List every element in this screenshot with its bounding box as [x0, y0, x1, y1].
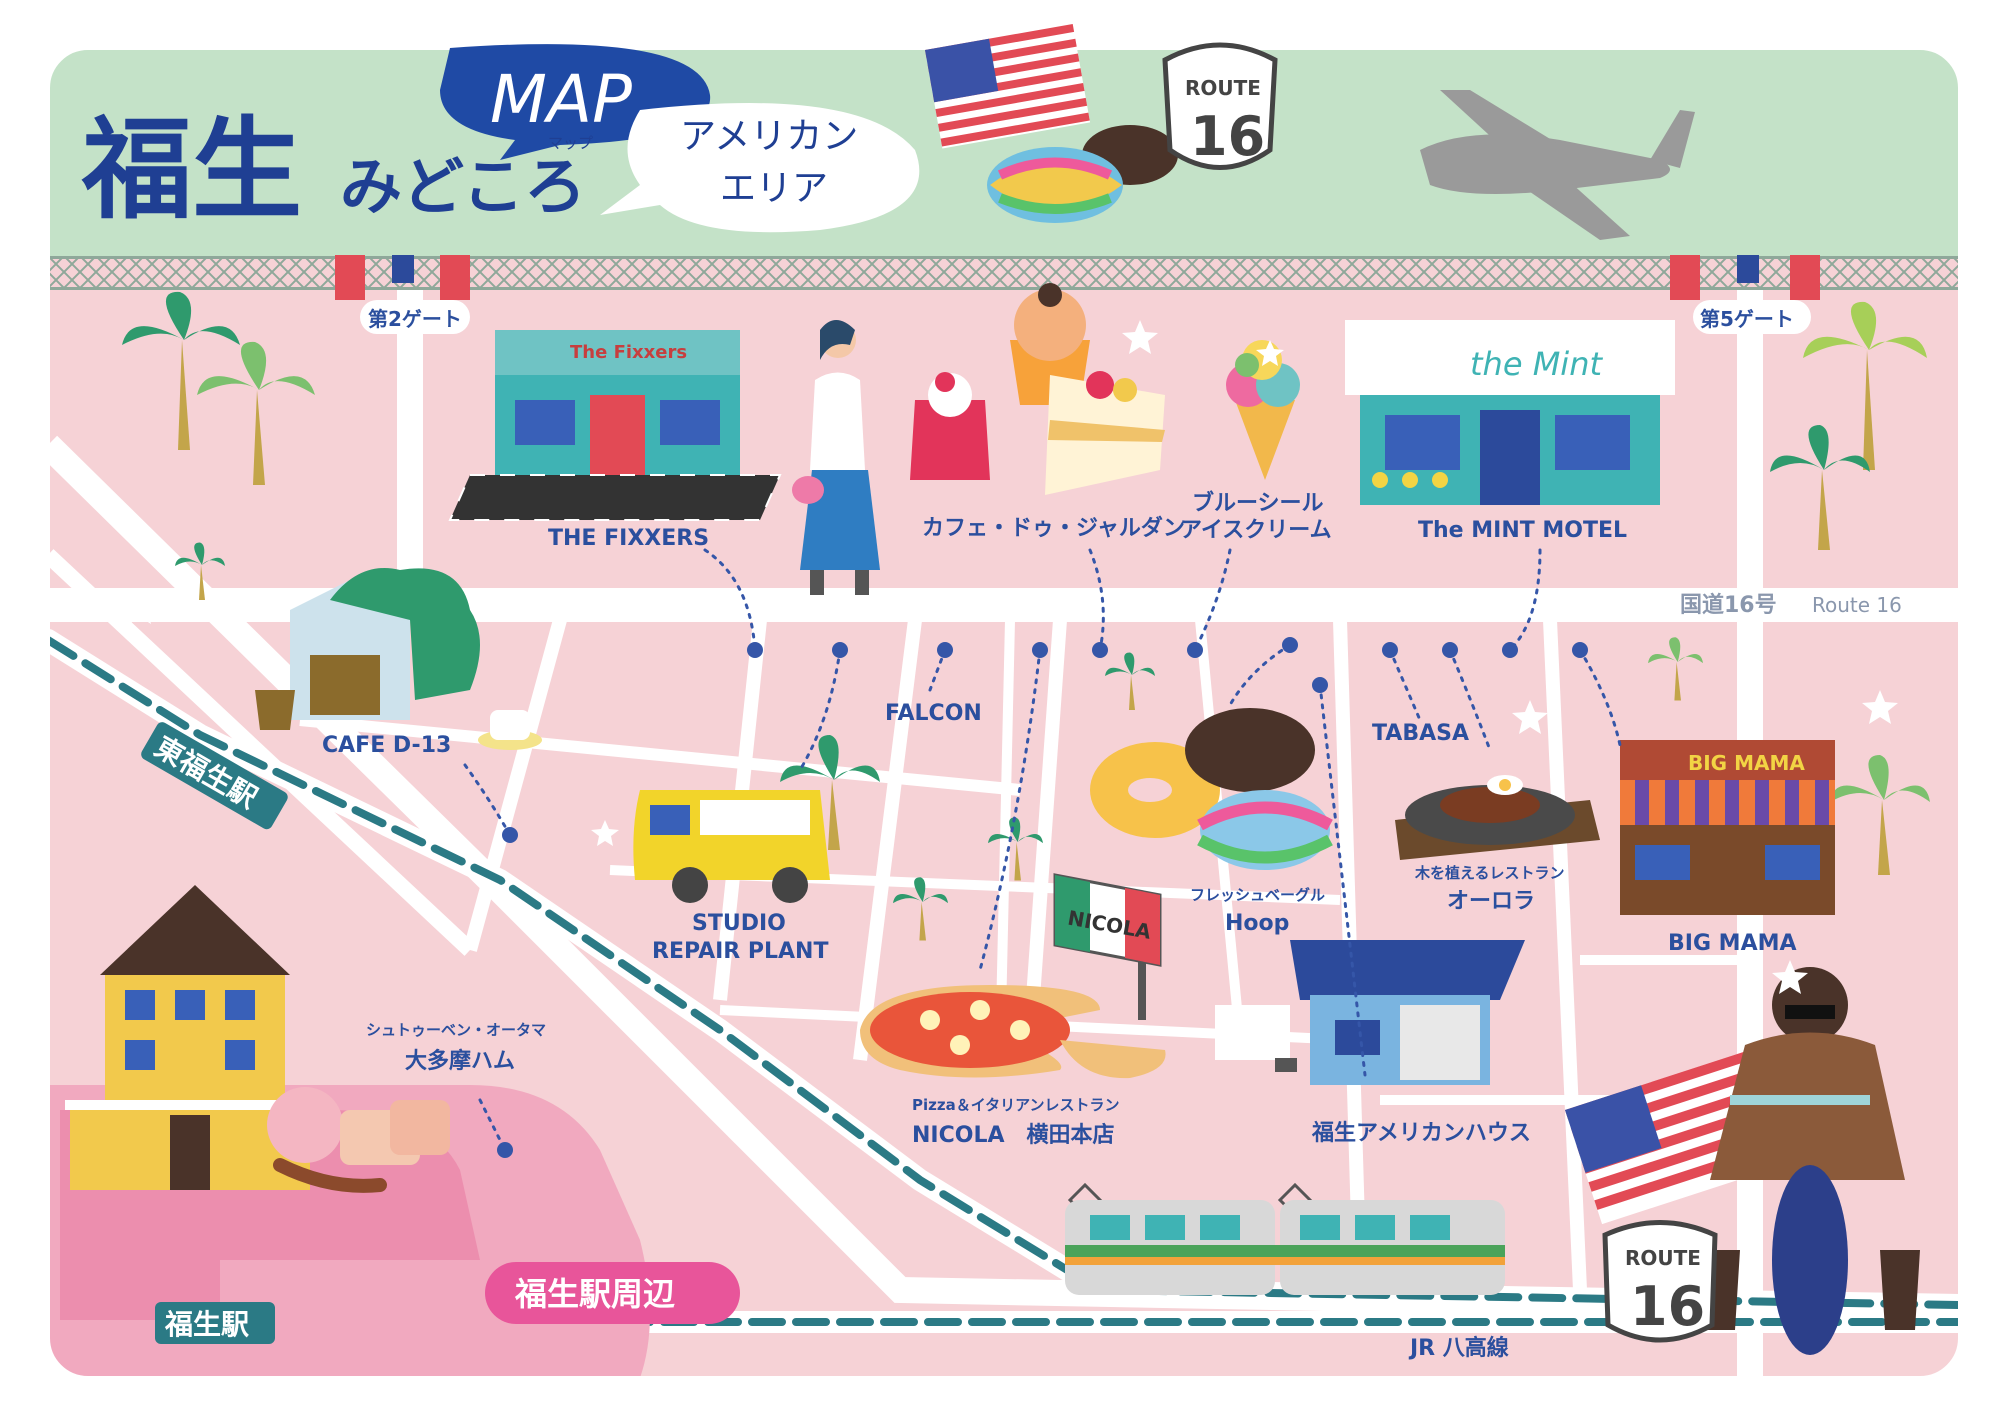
pin-big-mama: [1572, 642, 1588, 658]
fussa-area-badge[interactable]: 福生駅周辺: [485, 1262, 740, 1324]
cafe-d13-label: CAFE D-13: [322, 733, 451, 758]
us-flag-icon: [925, 23, 1091, 149]
pin-cafe-jardin: [1092, 642, 1108, 658]
route-number-top: 16: [1190, 105, 1265, 168]
pizza-icon[interactable]: [860, 985, 1166, 1079]
ice-cream-icon: [1226, 340, 1300, 480]
pin-studio: [832, 642, 848, 658]
train-icon: [1065, 1182, 1505, 1295]
tabasa-label: TABASA: [1372, 721, 1469, 746]
area-line1: アメリカン: [680, 116, 858, 157]
area-bubble: [600, 103, 920, 233]
map-word: MAP: [490, 61, 632, 138]
route-number-bottom: 16: [1630, 1275, 1705, 1338]
pin-bluseal: [1187, 642, 1203, 658]
mint-motel-label: The MINT MOTEL: [1418, 518, 1627, 543]
nicola-sign[interactable]: NICOLA: [1053, 873, 1162, 1020]
bluseal-label2: アイスクリーム: [1180, 518, 1332, 543]
map-ruby: マップ: [548, 134, 593, 152]
ham-sub-label: シュトゥーベン・オータマ: [366, 1021, 546, 1039]
fussa-station-label: 福生駅: [164, 1308, 249, 1341]
american-house-label: 福生アメリカンハウス: [1311, 1121, 1531, 1146]
gate-2[interactable]: 第2ゲート: [335, 255, 470, 334]
aurora-sub-label: 木を植えるレストラン: [1414, 864, 1565, 882]
cafe-d13[interactable]: [255, 568, 542, 750]
big-mama-label: BIG MAMA: [1668, 931, 1797, 956]
pin-falcon: [937, 642, 953, 658]
pin-ham: [497, 1142, 513, 1158]
studio-label2: REPAIR PLANT: [652, 939, 828, 964]
area-line2: エリア: [720, 168, 828, 209]
pin-tabasa: [1382, 642, 1398, 658]
route16-label: 国道16号: [1680, 592, 1777, 618]
mint-sign: the Mint: [1470, 345, 1603, 383]
pin-fixxers: [747, 642, 763, 658]
palm-tree-icons: [122, 291, 1930, 941]
gate5-label: 第5ゲート: [1700, 307, 1794, 331]
star-decorations: [122, 320, 1898, 994]
pin-cafe-d13: [502, 827, 518, 843]
pin-hoop: [1282, 637, 1298, 653]
studio-bus-icon[interactable]: [633, 790, 830, 903]
fixxers-label: THE FIXXERS: [548, 526, 709, 551]
header: 福生 みどころ MAP マップ アメリカン エリア: [81, 44, 920, 234]
big-mama-sign: BIG MAMA: [1688, 751, 1805, 775]
jr-line-label: JR 八高線: [1408, 1335, 1509, 1361]
base-fence: [48, 258, 1960, 288]
cafe-jardin-label: カフェ・ドゥ・ジャルダン: [922, 515, 1185, 541]
big-mama-shop[interactable]: BIG MAMA: [1620, 740, 1835, 915]
nicola-sub-label: Pizza＆イタリアンレストラン: [912, 1096, 1120, 1114]
falcon-label: FALCON: [885, 701, 982, 726]
sweets-icon: [910, 283, 1165, 495]
fussa-area-label: 福生駅周辺: [514, 1275, 675, 1313]
title-fussa: 福生: [81, 106, 302, 234]
fixxers-sign: The Fixxers: [570, 342, 687, 363]
woman-walking-icon: [792, 320, 880, 595]
ohtama-ham-house[interactable]: [65, 885, 315, 1190]
map-pins: [497, 637, 1588, 1158]
pin-mint-motel: [1502, 642, 1518, 658]
pin-aurora: [1442, 642, 1458, 658]
bagel-icon: [987, 125, 1178, 223]
route-word-bottom: ROUTE: [1625, 1246, 1701, 1270]
route16-sign-icon: ROUTE 16: [1162, 42, 1278, 170]
aurora-steak-icon[interactable]: [1395, 775, 1600, 860]
studio-label1: STUDIO: [692, 911, 786, 936]
fussa-station[interactable]: 福生駅: [155, 1302, 275, 1344]
route16-en-label: Route 16: [1812, 593, 1902, 617]
american-house[interactable]: [1215, 940, 1525, 1085]
mint-motel[interactable]: the Mint: [1345, 320, 1675, 505]
hoop-bagel-icon[interactable]: [1090, 708, 1333, 870]
leader-lines: [463, 548, 1622, 1152]
ham-icon: [267, 1087, 450, 1193]
ham-label: 大多摩ハム: [405, 1048, 515, 1074]
hoop-sub-label: フレッシュベーグル: [1190, 886, 1325, 904]
fixxers-shop[interactable]: The Fixxers: [448, 330, 782, 521]
aurora-label: オーロラ: [1447, 889, 1535, 914]
hoop-label: Hoop: [1225, 911, 1289, 936]
gate-5[interactable]: 第5ゲート: [1670, 255, 1820, 334]
nicola-label: NICOLA 横田本店: [912, 1123, 1115, 1148]
gate2-label: 第2ゲート: [368, 307, 462, 331]
title-midokoro: みどころ: [340, 150, 586, 223]
bluseal-label1: ブルーシール: [1192, 490, 1324, 516]
airplane-icon: [1420, 90, 1695, 240]
route16-sign-bottom-icon: ROUTE 16: [1602, 1220, 1718, 1343]
pin-american-house: [1312, 677, 1328, 693]
pin-nicola: [1032, 642, 1048, 658]
biker-icon: [1700, 967, 1920, 1355]
route-word-top: ROUTE: [1185, 76, 1261, 100]
